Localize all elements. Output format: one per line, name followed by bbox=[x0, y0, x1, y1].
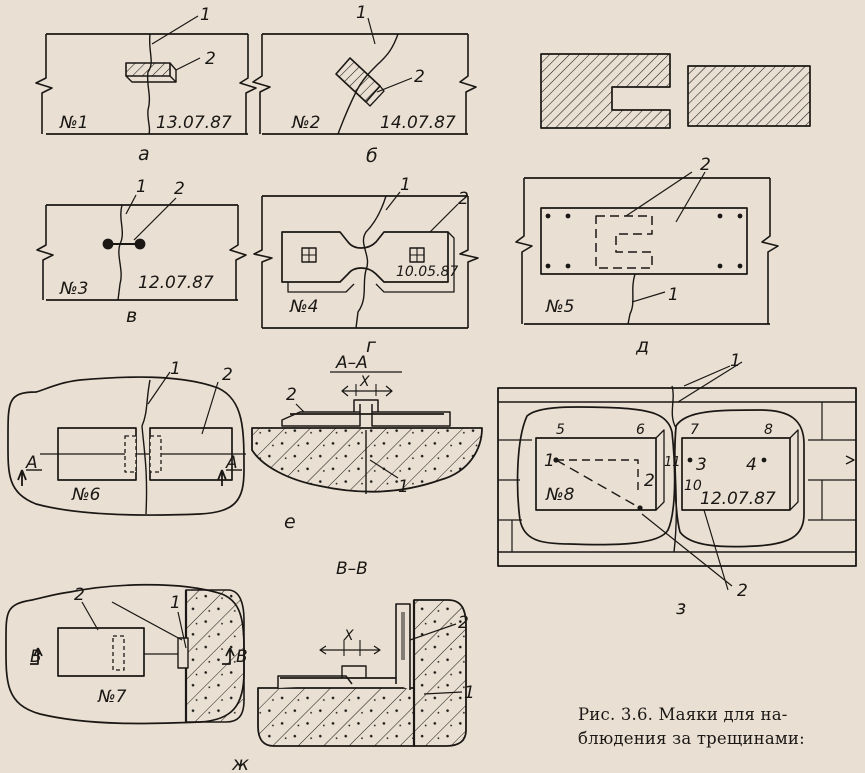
panel-zh-plan bbox=[5, 583, 245, 725]
caption-line-1: Рис. 3.6. Маяки для на- bbox=[578, 705, 788, 724]
beacon-date-a: 13.07.87 bbox=[156, 113, 232, 133]
callout-1-e: 1 bbox=[170, 359, 181, 379]
panel-d bbox=[515, 171, 779, 325]
gap-x-zh: X bbox=[343, 628, 354, 644]
beacon-date-g: 10.05.87 bbox=[396, 264, 458, 280]
panel-g bbox=[253, 191, 479, 329]
mark-11: 11 bbox=[664, 455, 681, 470]
panel-letter-d: д bbox=[635, 335, 649, 357]
panel-d-shapes bbox=[540, 53, 811, 129]
section-mark-right-e: A bbox=[225, 453, 238, 473]
mark-7: 7 bbox=[690, 422, 699, 438]
panel-letter-a: а bbox=[138, 143, 150, 165]
beacon-number-z: №8 bbox=[545, 485, 575, 505]
panel-letter-zh: ж bbox=[231, 753, 249, 773]
callout-2-e-section: 2 bbox=[286, 385, 297, 405]
mark-8: 8 bbox=[764, 422, 773, 438]
caption-line-2: блюдения за трещинами: bbox=[578, 729, 805, 748]
callout-1-d: 1 bbox=[668, 285, 679, 305]
panel-letter-b: б bbox=[366, 145, 378, 167]
mark-10: 10 bbox=[684, 478, 702, 494]
section-title-zh: B–B bbox=[336, 559, 368, 579]
beacon-number-v: №3 bbox=[59, 279, 89, 299]
panel-b bbox=[252, 17, 477, 135]
callout-1-b: 1 bbox=[356, 3, 367, 23]
beacon-number-g: №4 bbox=[289, 297, 319, 317]
callout-2-zh-section: 2 bbox=[458, 613, 469, 633]
panel-letter-v: в bbox=[126, 305, 137, 327]
gap-x-e: X bbox=[359, 374, 370, 390]
panel-e-section bbox=[251, 371, 483, 494]
beacon-number-zh: №7 bbox=[97, 687, 127, 707]
beacon-date-v: 12.07.87 bbox=[138, 273, 214, 293]
callout-2-d: 2 bbox=[700, 155, 711, 175]
mark-1: 1 bbox=[544, 451, 555, 471]
callout-1-z: 1 bbox=[730, 351, 741, 371]
mark-4: 4 bbox=[746, 455, 757, 475]
beacon-number-d: №5 bbox=[545, 297, 575, 317]
panel-letter-z: з bbox=[676, 597, 686, 619]
callout-2-zh: 2 bbox=[74, 585, 85, 605]
mark-6: 6 bbox=[636, 422, 645, 438]
panel-a bbox=[35, 15, 257, 135]
panel-zh-section bbox=[257, 599, 467, 747]
callout-2-v: 2 bbox=[174, 179, 185, 199]
callout-1-zh-section: 1 bbox=[464, 683, 475, 703]
beacon-date-z: 12.07.87 bbox=[700, 489, 776, 509]
callout-2-b: 2 bbox=[414, 67, 425, 87]
beacon-number-a: №1 bbox=[59, 113, 89, 133]
mark-2: 2 bbox=[644, 471, 655, 491]
panel-e-plan bbox=[7, 371, 246, 516]
beacon-number-b: №2 bbox=[291, 113, 321, 133]
section-mark-right-zh: B bbox=[236, 647, 248, 667]
callout-2-a: 2 bbox=[205, 49, 216, 69]
mark-3: 3 bbox=[696, 455, 707, 475]
section-title-e: A–A bbox=[335, 353, 368, 373]
callout-2-e: 2 bbox=[222, 365, 233, 385]
labels: 1 2 №1 13.07.87 а 1 2 №2 14.07.87 б 1 2 … bbox=[25, 3, 776, 773]
callout-1-zh: 1 bbox=[170, 593, 181, 613]
beacon-date-b: 14.07.87 bbox=[380, 113, 456, 133]
callout-1-a: 1 bbox=[200, 5, 211, 25]
section-mark-left-e: A bbox=[25, 453, 38, 473]
callout-1-e-section: 1 bbox=[398, 477, 409, 497]
panel-letter-g: г bbox=[366, 335, 377, 357]
panel-z bbox=[497, 361, 857, 591]
callout-2-z: 2 bbox=[737, 581, 748, 601]
panel-v bbox=[36, 194, 247, 301]
beacon-number-e: №6 bbox=[71, 485, 101, 505]
section-mark-left-zh: B bbox=[30, 647, 42, 667]
figure-caption: Рис. 3.6. Маяки для на- блюдения за трещ… bbox=[578, 703, 863, 751]
callout-2-g: 2 bbox=[458, 189, 469, 209]
mark-5: 5 bbox=[556, 422, 565, 438]
callout-1-v: 1 bbox=[136, 177, 147, 197]
callout-1-g: 1 bbox=[400, 175, 411, 195]
panel-letter-e: е bbox=[284, 511, 296, 533]
